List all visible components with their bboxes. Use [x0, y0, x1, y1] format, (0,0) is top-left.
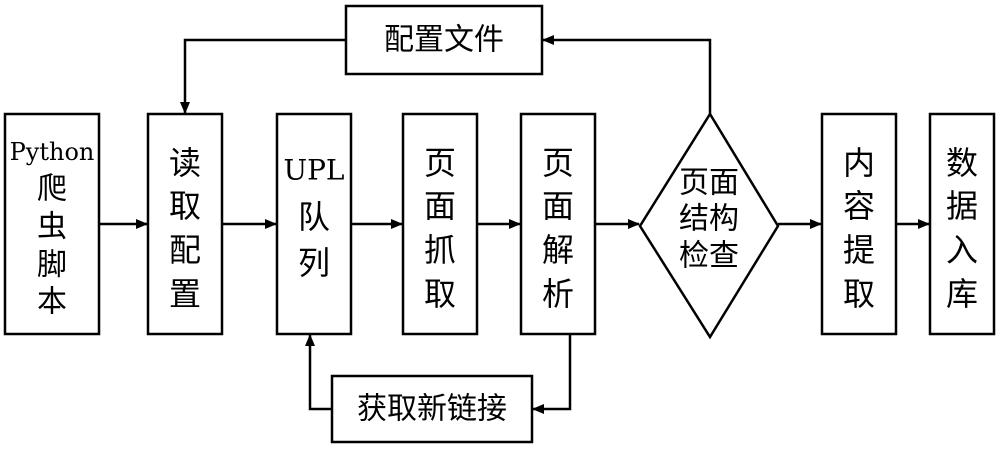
structure-check-label-line-2: 结构: [679, 202, 739, 237]
page-parse-label-line-2: 面: [542, 187, 574, 225]
upl-queue-label-line-2: 队: [298, 198, 330, 236]
config-file-node: 配置文件: [344, 4, 544, 76]
data-store-label-line-3: 入: [946, 231, 978, 269]
python-script-label-line-2: 爬: [37, 172, 67, 207]
page-fetch-label-line-4: 取: [424, 275, 456, 313]
get-new-links-node: 获取新链接: [330, 374, 534, 444]
page-fetch-node: 页 面 抓 取: [401, 112, 479, 336]
python-script-node: Python 爬 虫 脚 本: [3, 112, 101, 336]
page-parse-label-line-1: 页: [542, 144, 574, 182]
page-fetch-label-line-3: 抓: [424, 231, 456, 269]
arrow-new-links-to-queue: [305, 334, 332, 411]
python-script-label-line-1: Python: [10, 138, 95, 166]
structure-check-node: 页面 结构 检查: [638, 111, 780, 340]
page-parse-node: 页 面 解 析: [519, 112, 597, 336]
structure-check-diamond: [638, 111, 780, 340]
upl-queue-label-line-1: UPL: [283, 154, 344, 187]
python-script-label-line-4: 脚: [37, 248, 67, 283]
arrow-parse-to-new-links: [532, 334, 572, 414]
python-script-label-line-5: 本: [37, 285, 67, 320]
content-extract-label-line-1: 内: [843, 144, 875, 182]
get-new-links-label: 获取新链接: [357, 392, 507, 427]
arrow-config-file-to-read-config: [180, 38, 346, 114]
page-fetch-label-line-2: 面: [424, 187, 456, 225]
content-extract-node: 内 容 提 取: [820, 112, 898, 336]
data-store-node: 数 据 入 库: [928, 112, 996, 336]
page-parse-label-line-4: 析: [542, 275, 574, 313]
page-parse-label-line-3: 解: [542, 231, 574, 269]
data-store-label-line-1: 数: [946, 144, 978, 182]
content-extract-label-line-2: 容: [843, 187, 875, 225]
read-config-label-line-4: 置: [169, 275, 201, 313]
upl-queue-node: UPL 队 列: [275, 112, 353, 336]
content-extract-label-line-4: 取: [843, 275, 875, 313]
python-script-label-line-3: 虫: [37, 210, 67, 245]
read-config-label-line-2: 取: [169, 187, 201, 225]
config-file-label: 配置文件: [384, 23, 504, 58]
content-extract-label-line-3: 提: [843, 231, 875, 269]
structure-check-label-line-3: 检查: [679, 239, 739, 274]
upl-queue-label-line-3: 列: [298, 244, 330, 282]
structure-check-label-line-1: 页面: [679, 166, 739, 201]
data-store-label-line-4: 库: [946, 275, 978, 313]
read-config-label-line-1: 读: [169, 144, 201, 182]
read-config-label-line-3: 配: [169, 231, 201, 269]
data-store-label-line-2: 据: [946, 187, 978, 225]
read-config-node: 读 取 配 置: [146, 112, 224, 336]
page-fetch-label-line-1: 页: [424, 144, 456, 182]
arrow-check-to-config-file: [542, 35, 712, 114]
